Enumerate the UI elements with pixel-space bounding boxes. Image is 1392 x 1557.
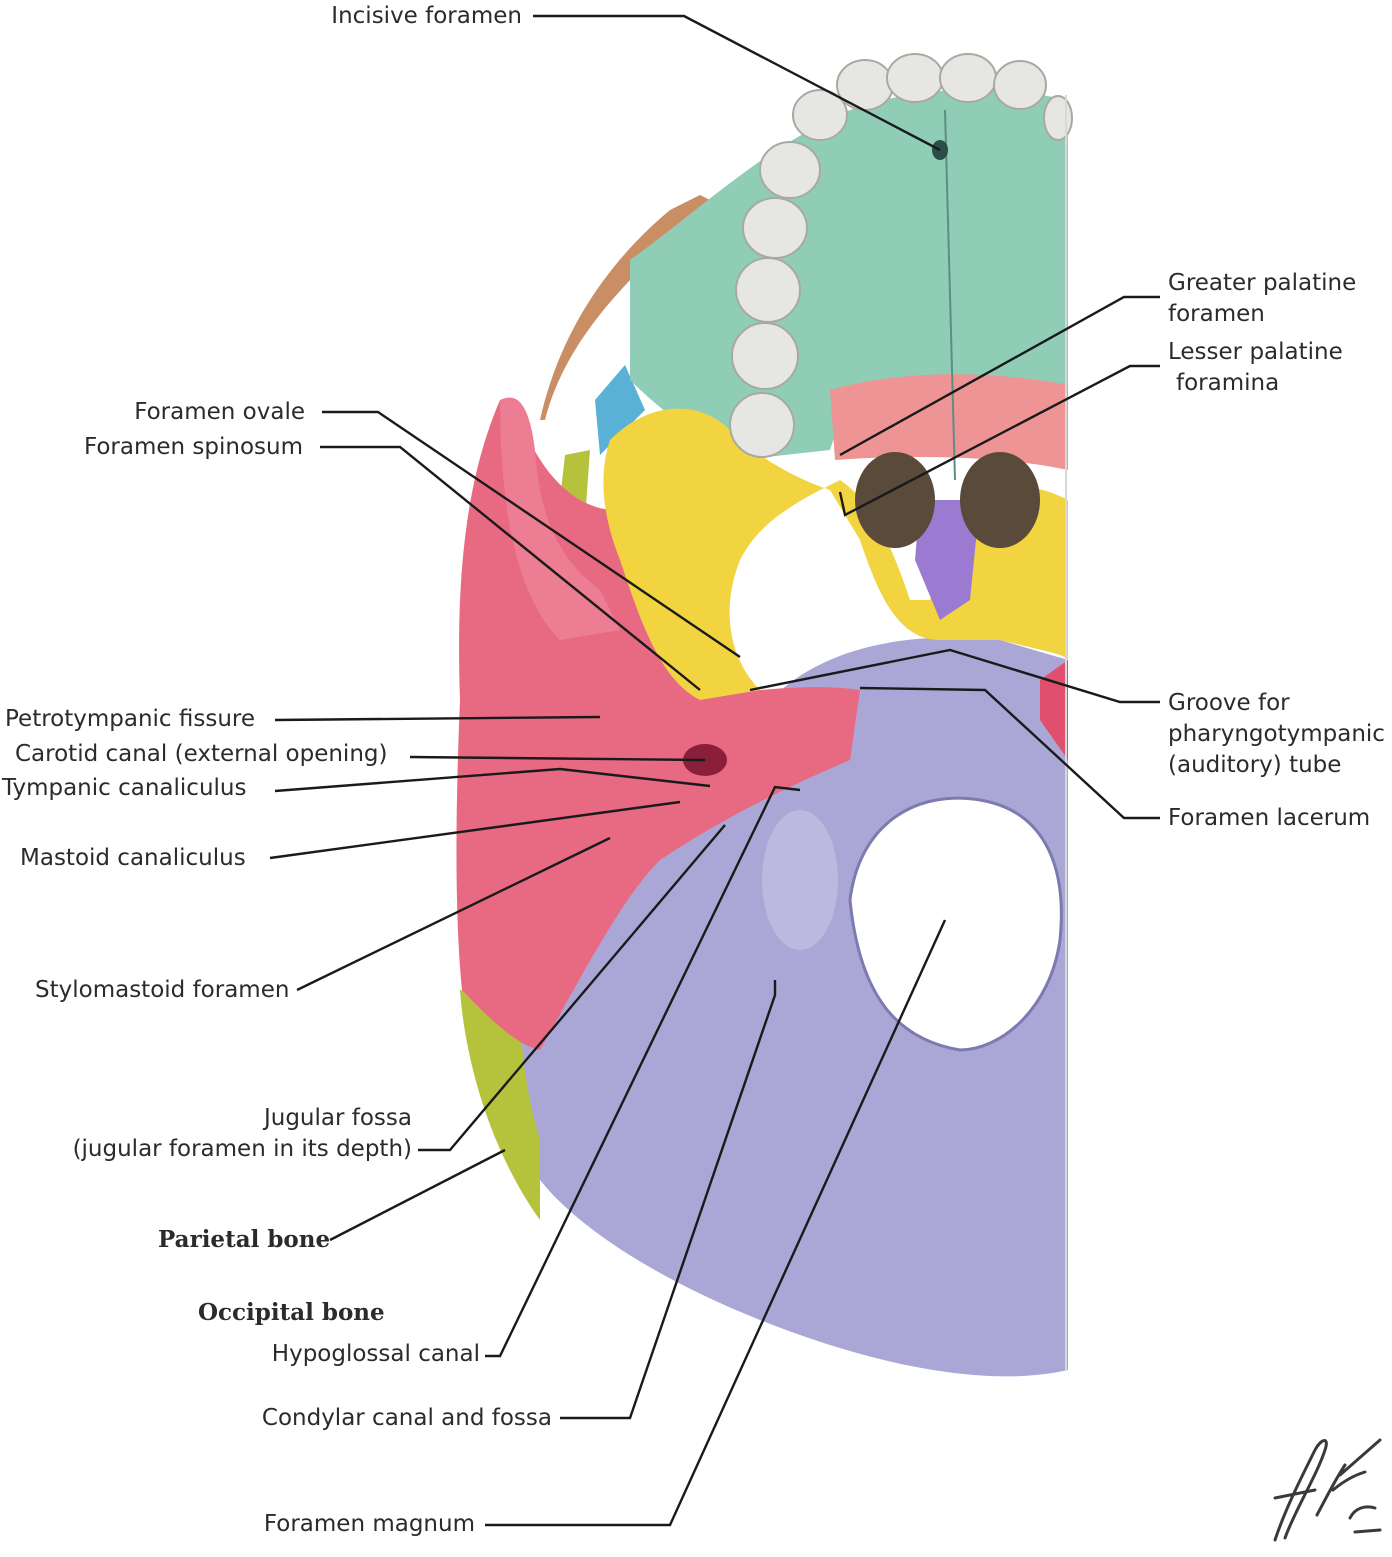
label-mastoid-canaliculus: Mastoid canaliculus xyxy=(20,845,246,871)
leader-lines xyxy=(269,14,1160,1527)
sphenoid-bone xyxy=(603,408,1068,700)
label-lesser-palatine-2: foramina xyxy=(1176,370,1280,396)
label-lesser-palatine-1: Lesser palatine xyxy=(1168,339,1343,365)
label-foramen-ovale: Foramen ovale xyxy=(134,399,305,425)
label-groove-1: Groove for xyxy=(1168,690,1290,716)
leader-tympanic xyxy=(274,767,711,793)
label-groove-2: pharyngotympanic xyxy=(1168,721,1385,747)
label-occipital-bone: Occipital bone xyxy=(198,1299,385,1326)
leader-parietal xyxy=(329,1148,506,1242)
vomer xyxy=(915,500,980,620)
label-incisive-foramen: Incisive foramen xyxy=(331,3,522,29)
label-parietal-bone: Parietal bone xyxy=(158,1226,331,1253)
artist-signature xyxy=(1273,1438,1382,1542)
leader-groove xyxy=(749,648,1160,704)
label-foramen-magnum: Foramen magnum xyxy=(263,1511,475,1537)
leader-mastoid xyxy=(269,800,681,860)
label-greater-palatine-2: foramen xyxy=(1168,301,1265,327)
temporal-zygomatic-process xyxy=(500,397,620,640)
leader-greater-palatine xyxy=(839,295,1160,457)
leader-foramen-spinosum xyxy=(320,445,701,691)
foramen-magnum-opening xyxy=(848,796,1063,1052)
leader-carotid xyxy=(409,755,706,762)
leader-magnum xyxy=(485,919,947,1527)
label-groove-3: (auditory) tube xyxy=(1168,752,1342,778)
label-jugular-fossa-2: (jugular foramen in its depth) xyxy=(72,1136,412,1162)
palatine-bone xyxy=(830,374,1068,470)
label-foramen-spinosum: Foramen spinosum xyxy=(83,434,303,460)
label-carotid-canal: Carotid canal (external opening) xyxy=(15,741,388,767)
leader-incisive xyxy=(533,14,941,152)
label-foramen-lacerum: Foramen lacerum xyxy=(1168,805,1371,831)
leader-lesser-palatine xyxy=(838,364,1160,517)
label-petrotympanic-fissure: Petrotympanic fissure xyxy=(5,706,256,732)
frontal-bone xyxy=(595,365,645,455)
leader-hypoglossal xyxy=(485,785,801,1358)
label-condylar-canal: Condylar canal and fossa xyxy=(261,1405,552,1431)
choana-left xyxy=(855,452,935,548)
label-tympanic-canaliculus: Tympanic canaliculus xyxy=(2,775,247,801)
label-hypoglossal-canal: Hypoglossal canal xyxy=(271,1341,480,1367)
occipital-condyle xyxy=(762,810,838,950)
parietal-bone xyxy=(460,990,540,1220)
leader-stylomastoid xyxy=(296,836,611,992)
leader-condylar xyxy=(560,980,777,1420)
choana-right xyxy=(960,452,1040,548)
label-stylomastoid-foramen: Stylomastoid foramen xyxy=(35,977,290,1003)
label-jugular-fossa-1: Jugular fossa xyxy=(263,1105,412,1131)
leader-jugular xyxy=(418,824,726,1152)
label-greater-palatine-1: Greater palatine xyxy=(1168,270,1357,296)
leader-foramen-ovale xyxy=(322,410,741,658)
leader-lacerum xyxy=(859,686,1160,820)
median-suture xyxy=(944,109,956,481)
leader-petrotympanic xyxy=(274,715,601,722)
